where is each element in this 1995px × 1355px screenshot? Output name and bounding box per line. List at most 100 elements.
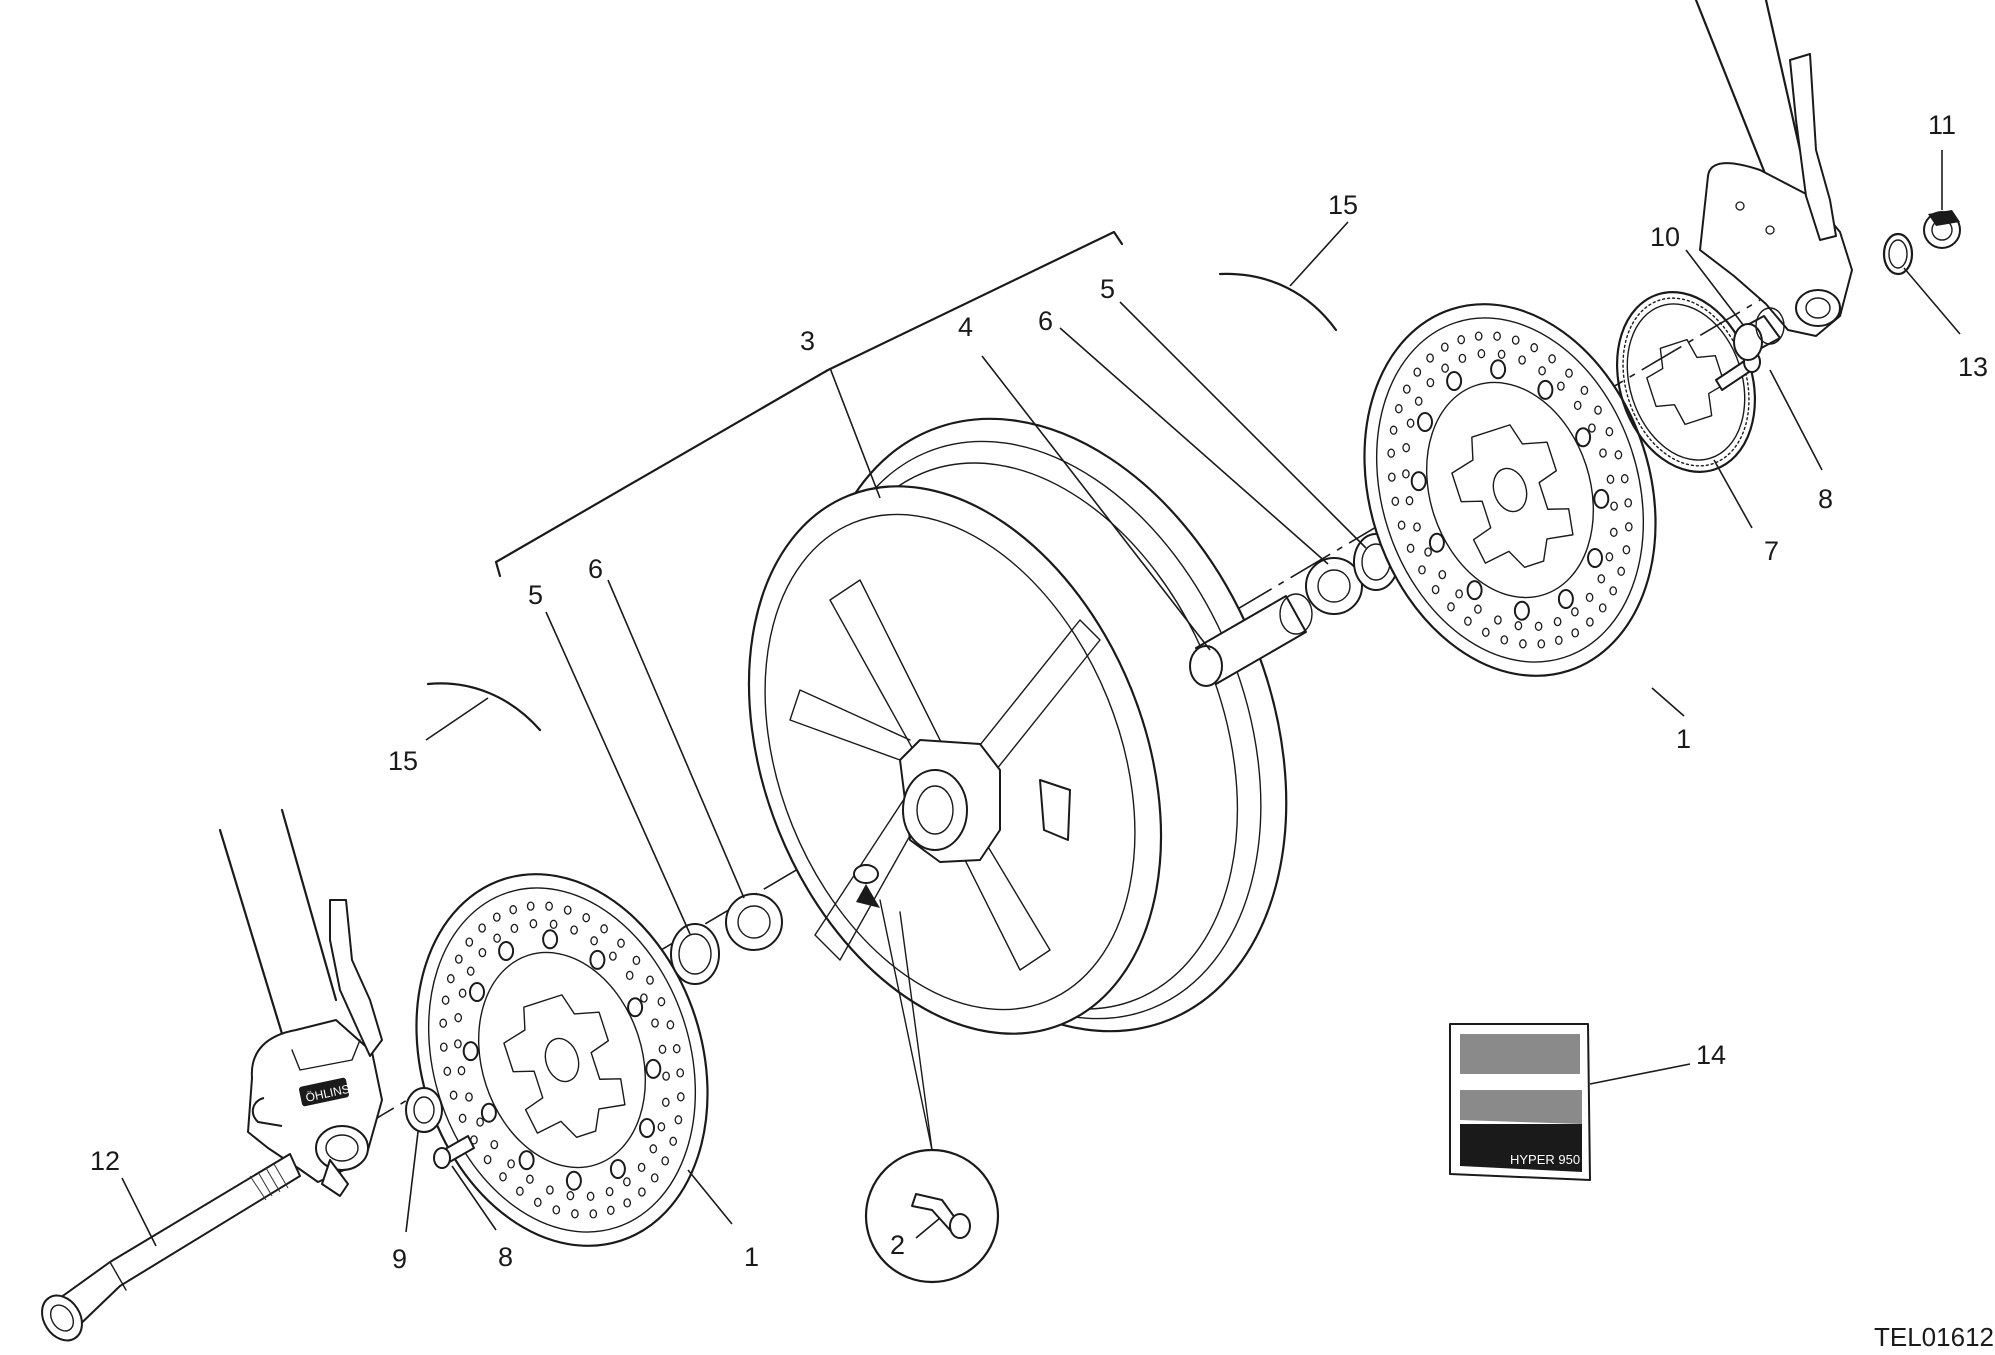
disc-drill-hole [605,1186,614,1197]
disc-drill-hole [509,905,518,915]
disc-drill-hole [1414,396,1423,406]
disc-rivet [1466,580,1483,601]
callout-3: 3 [800,326,815,356]
disc-drill-hole [632,955,641,966]
disc-rivet [565,1170,582,1191]
disc-drill-hole [476,1117,484,1127]
disc-rivet [469,982,485,1002]
disc-drill-hole [1477,349,1486,359]
disc-drill-hole [661,1156,670,1166]
disc-drill-hole [443,1066,452,1076]
disc-drill-hole [1413,522,1421,532]
circlip-13 [1882,232,1914,276]
disc-drill-hole [662,1071,670,1081]
disc-rivet [639,1118,655,1138]
callout-14: 14 [1696,1040,1726,1070]
disc-drill-hole [658,1044,667,1054]
disc-drill-hole [458,988,467,998]
disc-rivet [1513,600,1530,621]
disc-drill-hole [1474,331,1483,341]
disc-drill-hole [449,1090,458,1100]
disc-rivet [480,1102,497,1123]
spacer-9 [405,1087,443,1133]
disc-drill-hole [510,923,519,934]
disc-drill-hole [1464,616,1472,626]
front-axle [41,1153,301,1342]
callout-labels: 1 1 2 3 4 5 5 6 6 7 8 8 9 10 11 12 13 14… [90,110,1988,1274]
disc-drill-hole [650,1173,659,1183]
disc-rivet [627,997,644,1018]
disc-drill-hole [1426,353,1434,363]
disc-drill-hole [1609,527,1618,537]
disc-drill-hole [617,938,625,948]
disc-drill-hole [1426,377,1435,388]
disc-drill-hole [1406,418,1415,428]
disc-drill-hole [526,1174,534,1184]
disc-drill-hole [1565,368,1573,378]
disc-drill-hole [1440,342,1449,352]
brake-disc-right [1317,264,1703,716]
disc-rivet [1557,589,1574,609]
disc-drill-hole [669,1136,678,1146]
disc-drill-hole [1494,615,1502,625]
callout-6-right: 6 [1038,306,1053,336]
disc-drill-hole [1548,354,1556,364]
disc-drill-hole [586,1191,595,1201]
disc-drill-hole [533,1197,542,1207]
callout-11: 11 [1928,110,1956,140]
disc-drill-hole [1571,607,1579,617]
disc-drill-hole [1424,547,1432,557]
disc-drill-hole [1455,589,1463,599]
disc-rivet [1537,379,1554,400]
callout-12: 12 [90,1146,120,1176]
callout-1-left: 1 [744,1242,759,1272]
disc-drill-hole [1605,552,1614,562]
disc-drill-hole [1518,355,1526,365]
brake-disc-left [369,834,755,1286]
disc-drill-hole [1580,385,1589,396]
disc-drill-hole [646,975,654,985]
disc-drill-hole [676,1068,685,1078]
disc-drill-hole [1481,627,1490,637]
disc-drill-hole [651,1018,659,1028]
disc-drill-hole [1594,405,1602,415]
disc-rivet [498,941,515,961]
disc-drill-hole [1538,366,1546,376]
disc-rivet [589,949,606,970]
callout-10: 10 [1650,222,1680,252]
callout-4: 4 [958,312,973,342]
disc-drill-hole [1609,586,1618,596]
disc-drill-hole [1585,592,1594,603]
disc-drill-hole [1402,469,1410,479]
disc-drill-hole [623,1198,632,1208]
disc-drill-hole [465,1092,473,1102]
brake-disc-right-holes [1387,331,1633,649]
callout-13: 13 [1958,352,1988,382]
disc-drill-hole [454,1039,462,1049]
disc-drill-hole [466,966,475,976]
disc-drill-hole [1624,498,1633,508]
disc-drill-hole [526,901,535,911]
disc-drill-hole [1614,450,1623,460]
disc-drill-hole [1441,363,1449,373]
disc-rivet [1410,471,1427,492]
disc-drill-hole [1500,635,1509,645]
disc-drill-hole [657,1122,666,1132]
disc-drill-hole [1511,335,1520,345]
disc-drill-hole [676,1092,685,1102]
disc-drill-hole [1458,353,1467,364]
disc-drill-hole [1622,545,1631,555]
disc-drill-hole [657,997,666,1007]
disc-drill-hole [478,947,487,958]
disc-drill-hole [637,1162,646,1173]
spacer-10 [1733,307,1785,361]
disc-drill-hole [457,1066,466,1076]
disc-drill-hole [1586,617,1594,627]
disc-drill-hole [600,924,608,934]
disc-drill-hole [609,951,617,961]
disc-drill-hole [1387,448,1396,458]
disc-drill-hole [1605,427,1614,437]
disc-drill-hole [1405,496,1414,506]
seal-5-left [670,923,720,985]
